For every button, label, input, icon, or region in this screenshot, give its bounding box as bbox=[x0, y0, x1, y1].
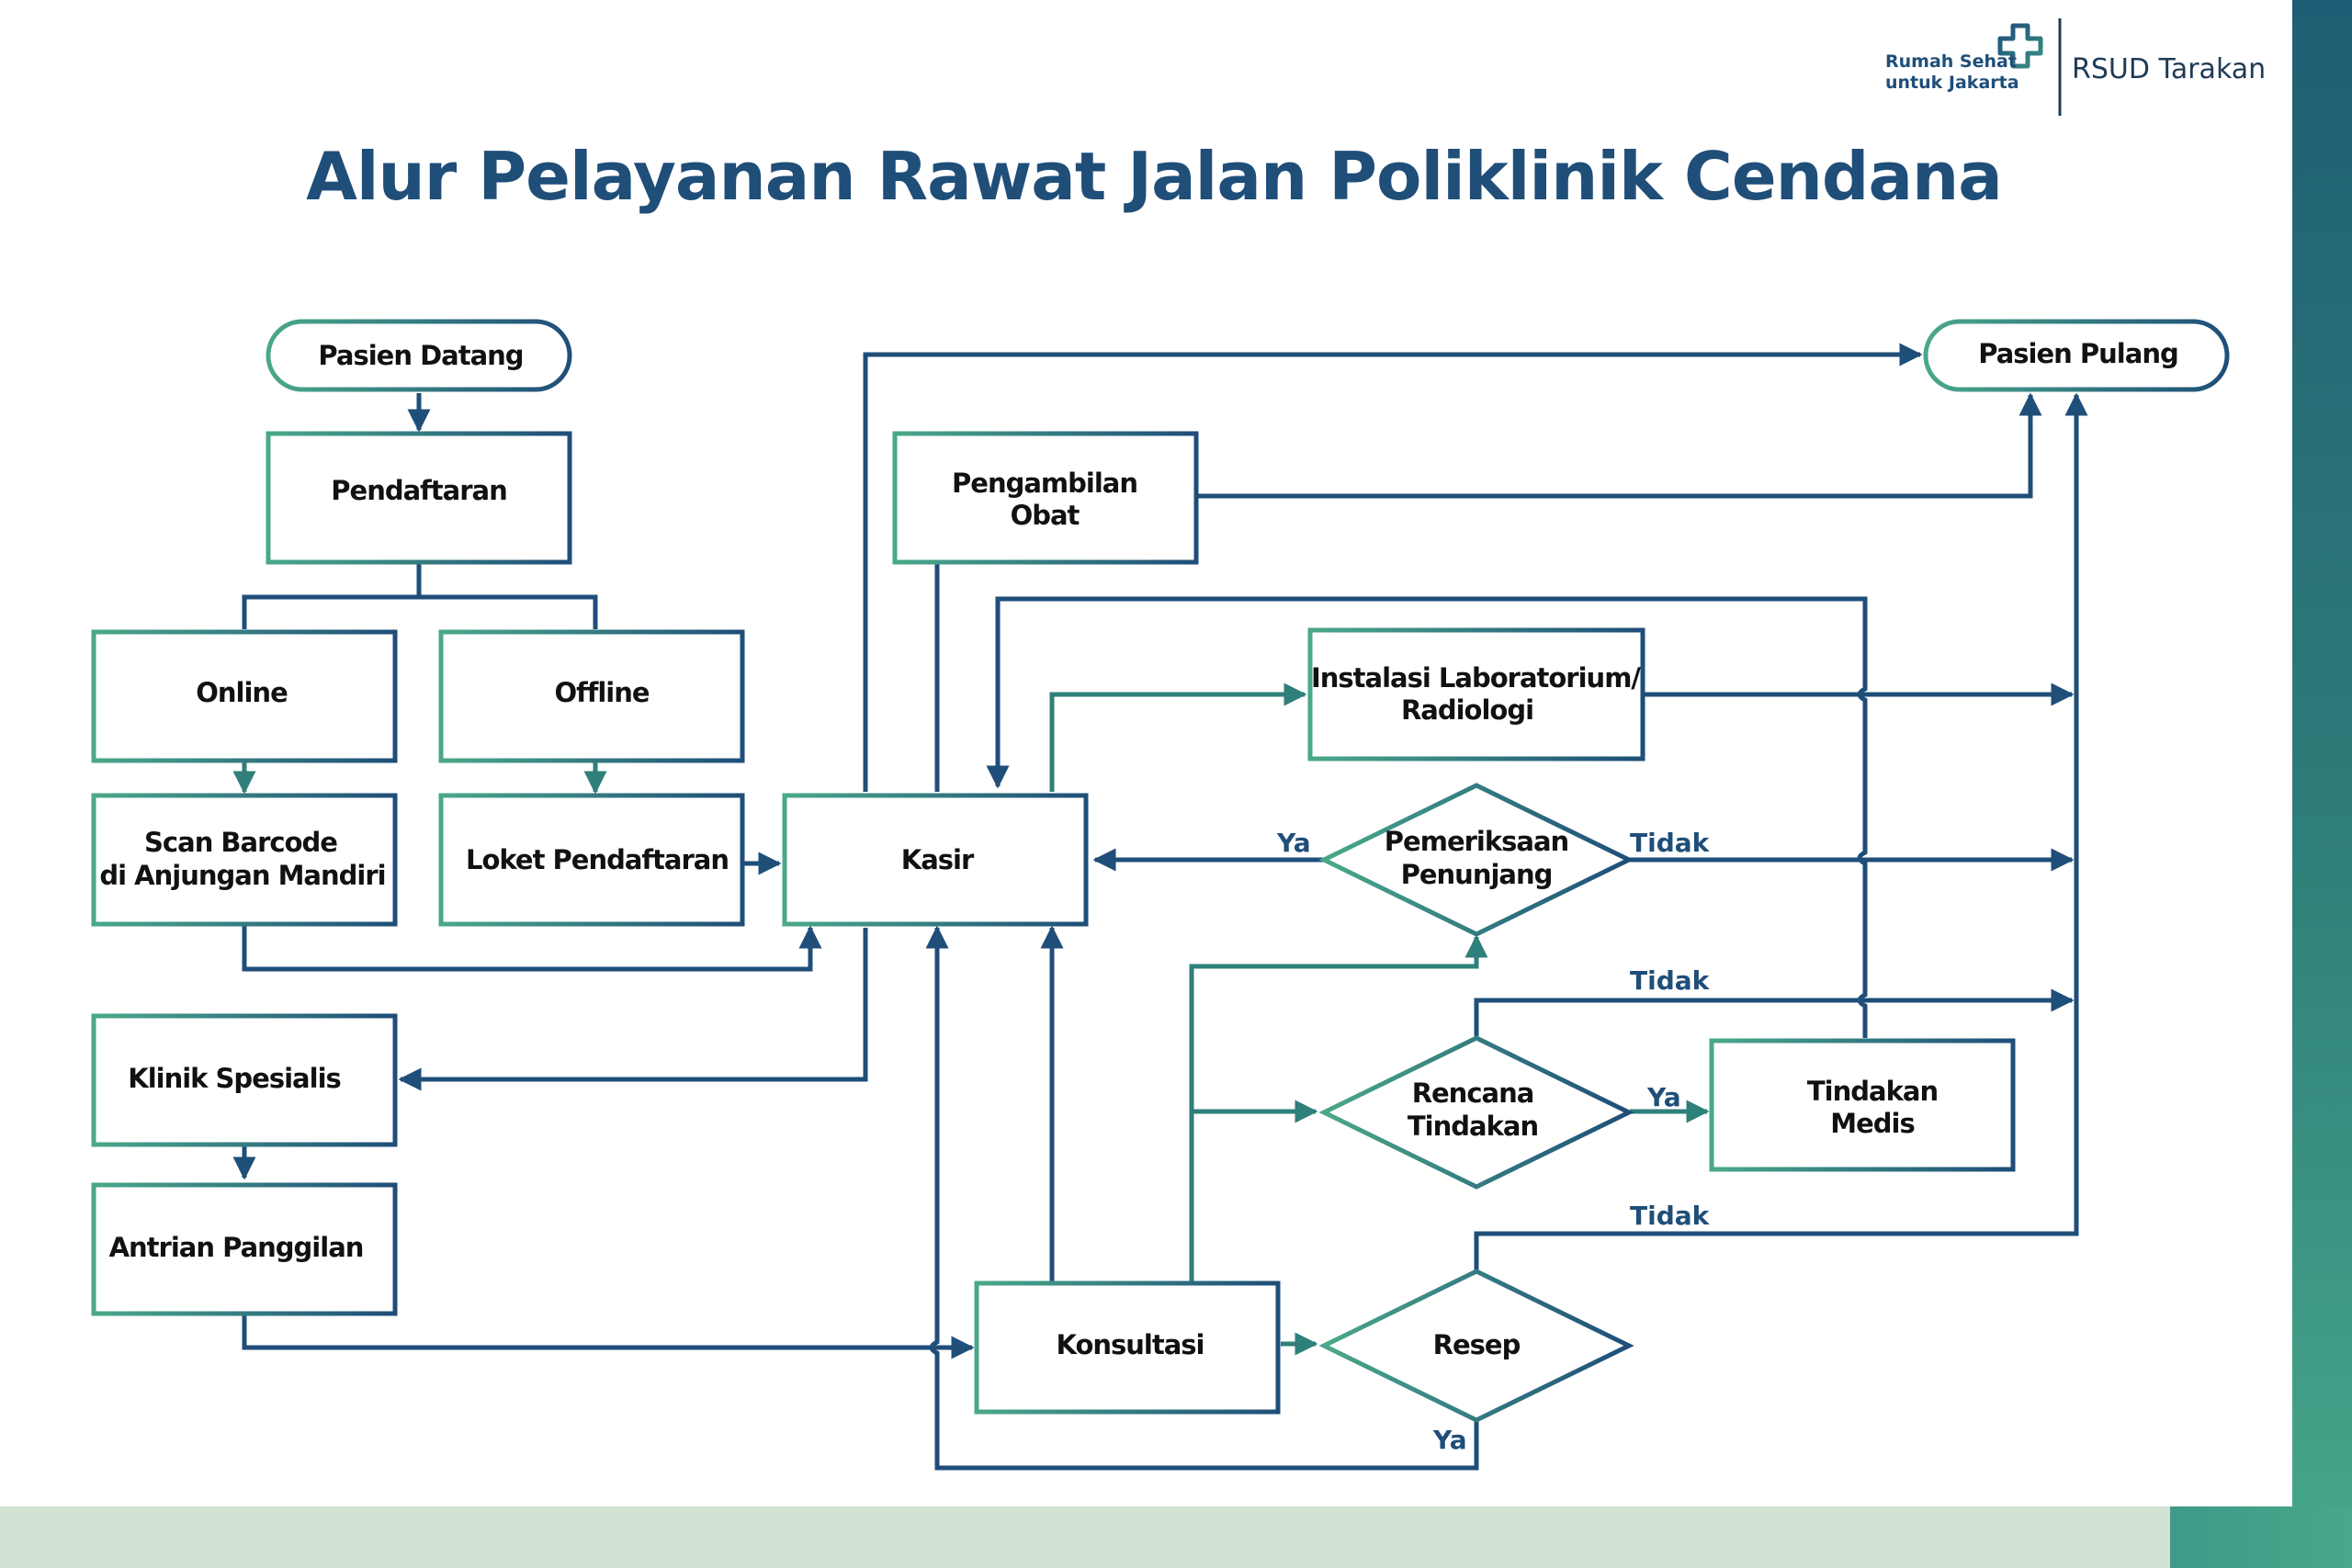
bottom-accent-band bbox=[0, 1506, 2352, 1568]
page-title: Alur Pelayanan Rawat Jalan Poliklinik Ce… bbox=[306, 138, 2003, 215]
label-rencana-line2: Tindakan bbox=[1408, 1111, 1538, 1142]
label-obat-line1: Pengambilan bbox=[952, 468, 1137, 499]
edge-scan-kasir bbox=[242, 922, 822, 972]
logo-tagline-line2: untuk Jakarta bbox=[1885, 73, 2019, 93]
node-rencana-tindakan bbox=[1318, 1035, 1634, 1190]
label-resep: Resep bbox=[1433, 1329, 1521, 1360]
node-pasien-pulang bbox=[1923, 319, 2230, 392]
label-loket: Loket Pendaftaran bbox=[466, 844, 729, 875]
label-pasien-datang: Pasien Datang bbox=[318, 340, 523, 371]
node-kasir bbox=[782, 793, 1089, 927]
logo-hospital-name: RSUD Tarakan bbox=[2072, 53, 2267, 85]
edge-konsultasi-periksa bbox=[1189, 934, 1488, 1282]
bottom-corner-accent bbox=[2170, 1506, 2352, 1568]
logo-tagline: Rumah Sehat untuk Jakarta bbox=[1885, 51, 2019, 94]
label-online: Online bbox=[196, 677, 288, 708]
label-rencana-line1: Rencana bbox=[1412, 1077, 1534, 1109]
node-loket-pendaftaran bbox=[438, 793, 745, 927]
logo-tagline-line1: Rumah Sehat bbox=[1885, 51, 2017, 72]
node-konsultasi bbox=[974, 1280, 1281, 1415]
label-lab-line2: Radiologi bbox=[1401, 694, 1533, 726]
node-scan-barcode bbox=[91, 793, 398, 927]
node-pasien-datang bbox=[266, 319, 572, 392]
node-resep bbox=[1318, 1269, 1634, 1423]
node-klinik-spesialis bbox=[91, 1013, 398, 1147]
label-offline: Offline bbox=[554, 677, 649, 708]
label-obat-line2: Obat bbox=[1011, 500, 1080, 531]
label-pasien-pulang: Pasien Pulang bbox=[1978, 338, 2177, 369]
edge-resep-pulang bbox=[1474, 392, 2088, 1270]
label-scan-line2: di Anjungan Mandiri bbox=[99, 860, 385, 891]
label-periksa-line2: Penunjang bbox=[1401, 859, 1553, 890]
node-tindakan-medis bbox=[1709, 1038, 2016, 1172]
right-accent-band bbox=[2292, 0, 2352, 1568]
label-tindakan-line1: Tindakan bbox=[1807, 1076, 1938, 1107]
edge-label-resep-ya: Ya bbox=[1432, 1425, 1467, 1455]
label-lab-line1: Instalasi Laboratorium/ bbox=[1311, 662, 1641, 694]
label-klinik: Klinik Spesialis bbox=[128, 1063, 341, 1094]
node-antrian-panggilan bbox=[91, 1182, 398, 1316]
node-online bbox=[91, 629, 398, 763]
edge-label-rencana-ya: Ya bbox=[1646, 1082, 1681, 1112]
label-kasir: Kasir bbox=[901, 844, 975, 875]
label-tindakan-line2: Medis bbox=[1830, 1108, 1915, 1139]
edge-label-periksa-ya: Ya bbox=[1276, 828, 1311, 858]
edge-label-resep-tidak: Tidak bbox=[1630, 1201, 1711, 1231]
edge-label-periksa-tidak: Tidak bbox=[1630, 828, 1711, 858]
logo bbox=[1997, 18, 2062, 116]
node-instalasi-lab bbox=[1307, 627, 1645, 761]
edge-pendaftaran-split bbox=[242, 562, 598, 629]
edge-rencana-tidak bbox=[1474, 988, 2075, 1036]
node-pengambilan-obat bbox=[892, 431, 1199, 565]
edge-kasir-lab bbox=[1049, 682, 1307, 792]
connectors bbox=[232, 343, 2088, 1471]
label-scan-line1: Scan Barcode bbox=[144, 827, 337, 858]
edge-label-rencana-tidak: Tidak bbox=[1630, 965, 1711, 996]
label-konsultasi: Konsultasi bbox=[1056, 1329, 1204, 1360]
node-offline bbox=[438, 629, 745, 763]
edge-kasir-pulang bbox=[863, 343, 1923, 792]
label-pendaftaran: Pendaftaran bbox=[331, 475, 506, 506]
medical-cross-icon bbox=[1997, 23, 2043, 69]
edge-antrian-konsultasi bbox=[242, 1314, 975, 1359]
edge-obat-pulang bbox=[1196, 392, 2042, 499]
node-pemeriksaan-penunjang bbox=[1318, 783, 1634, 937]
label-periksa-line1: Pemeriksaan bbox=[1385, 826, 1568, 857]
node-pendaftaran bbox=[266, 431, 572, 565]
label-antrian: Antrian Panggilan bbox=[109, 1232, 364, 1263]
edge-kasir-klinik bbox=[398, 928, 868, 1091]
